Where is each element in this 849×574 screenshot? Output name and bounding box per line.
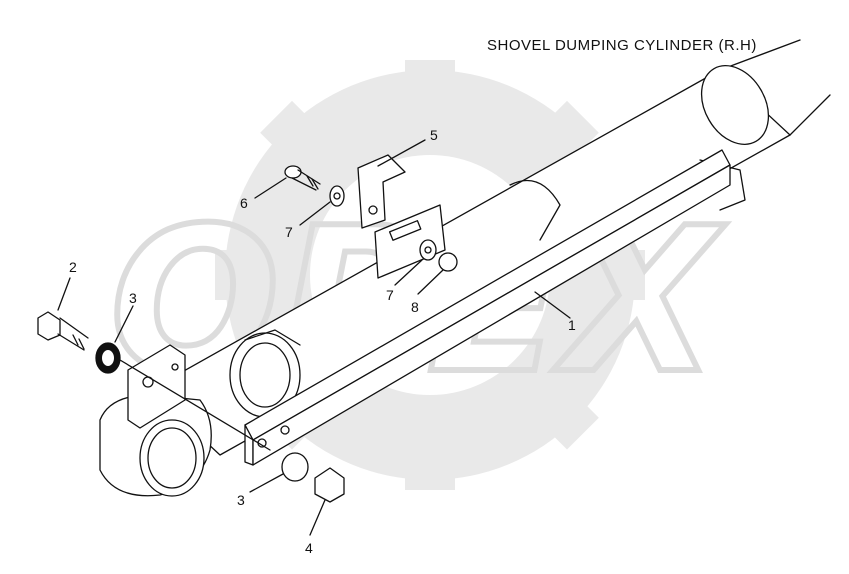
diagram-title: SHOVEL DUMPING CYLINDER (R.H)	[487, 37, 757, 54]
callout-4: 4	[305, 540, 313, 556]
bolt-6	[284, 165, 321, 191]
callout-6: 6	[240, 195, 248, 211]
callout-5: 5	[430, 127, 438, 143]
protection-bar	[244, 149, 731, 466]
bolt-2	[37, 311, 89, 351]
callout-3-upper: 3	[129, 290, 137, 306]
cylinder-gland	[229, 329, 301, 418]
bracket	[357, 154, 446, 279]
callout-2: 2	[69, 259, 77, 275]
callout-8: 8	[411, 299, 419, 315]
callout-7-upper: 7	[285, 224, 293, 240]
callout-3-lower: 3	[237, 492, 245, 508]
washer-3-lower	[281, 452, 309, 482]
nut-8	[438, 252, 458, 272]
callout-7-lower: 7	[386, 287, 394, 303]
rod-end-eye	[99, 344, 212, 497]
leader-lines	[57, 139, 571, 536]
callout-1: 1	[568, 317, 576, 333]
nut-4	[314, 467, 345, 503]
